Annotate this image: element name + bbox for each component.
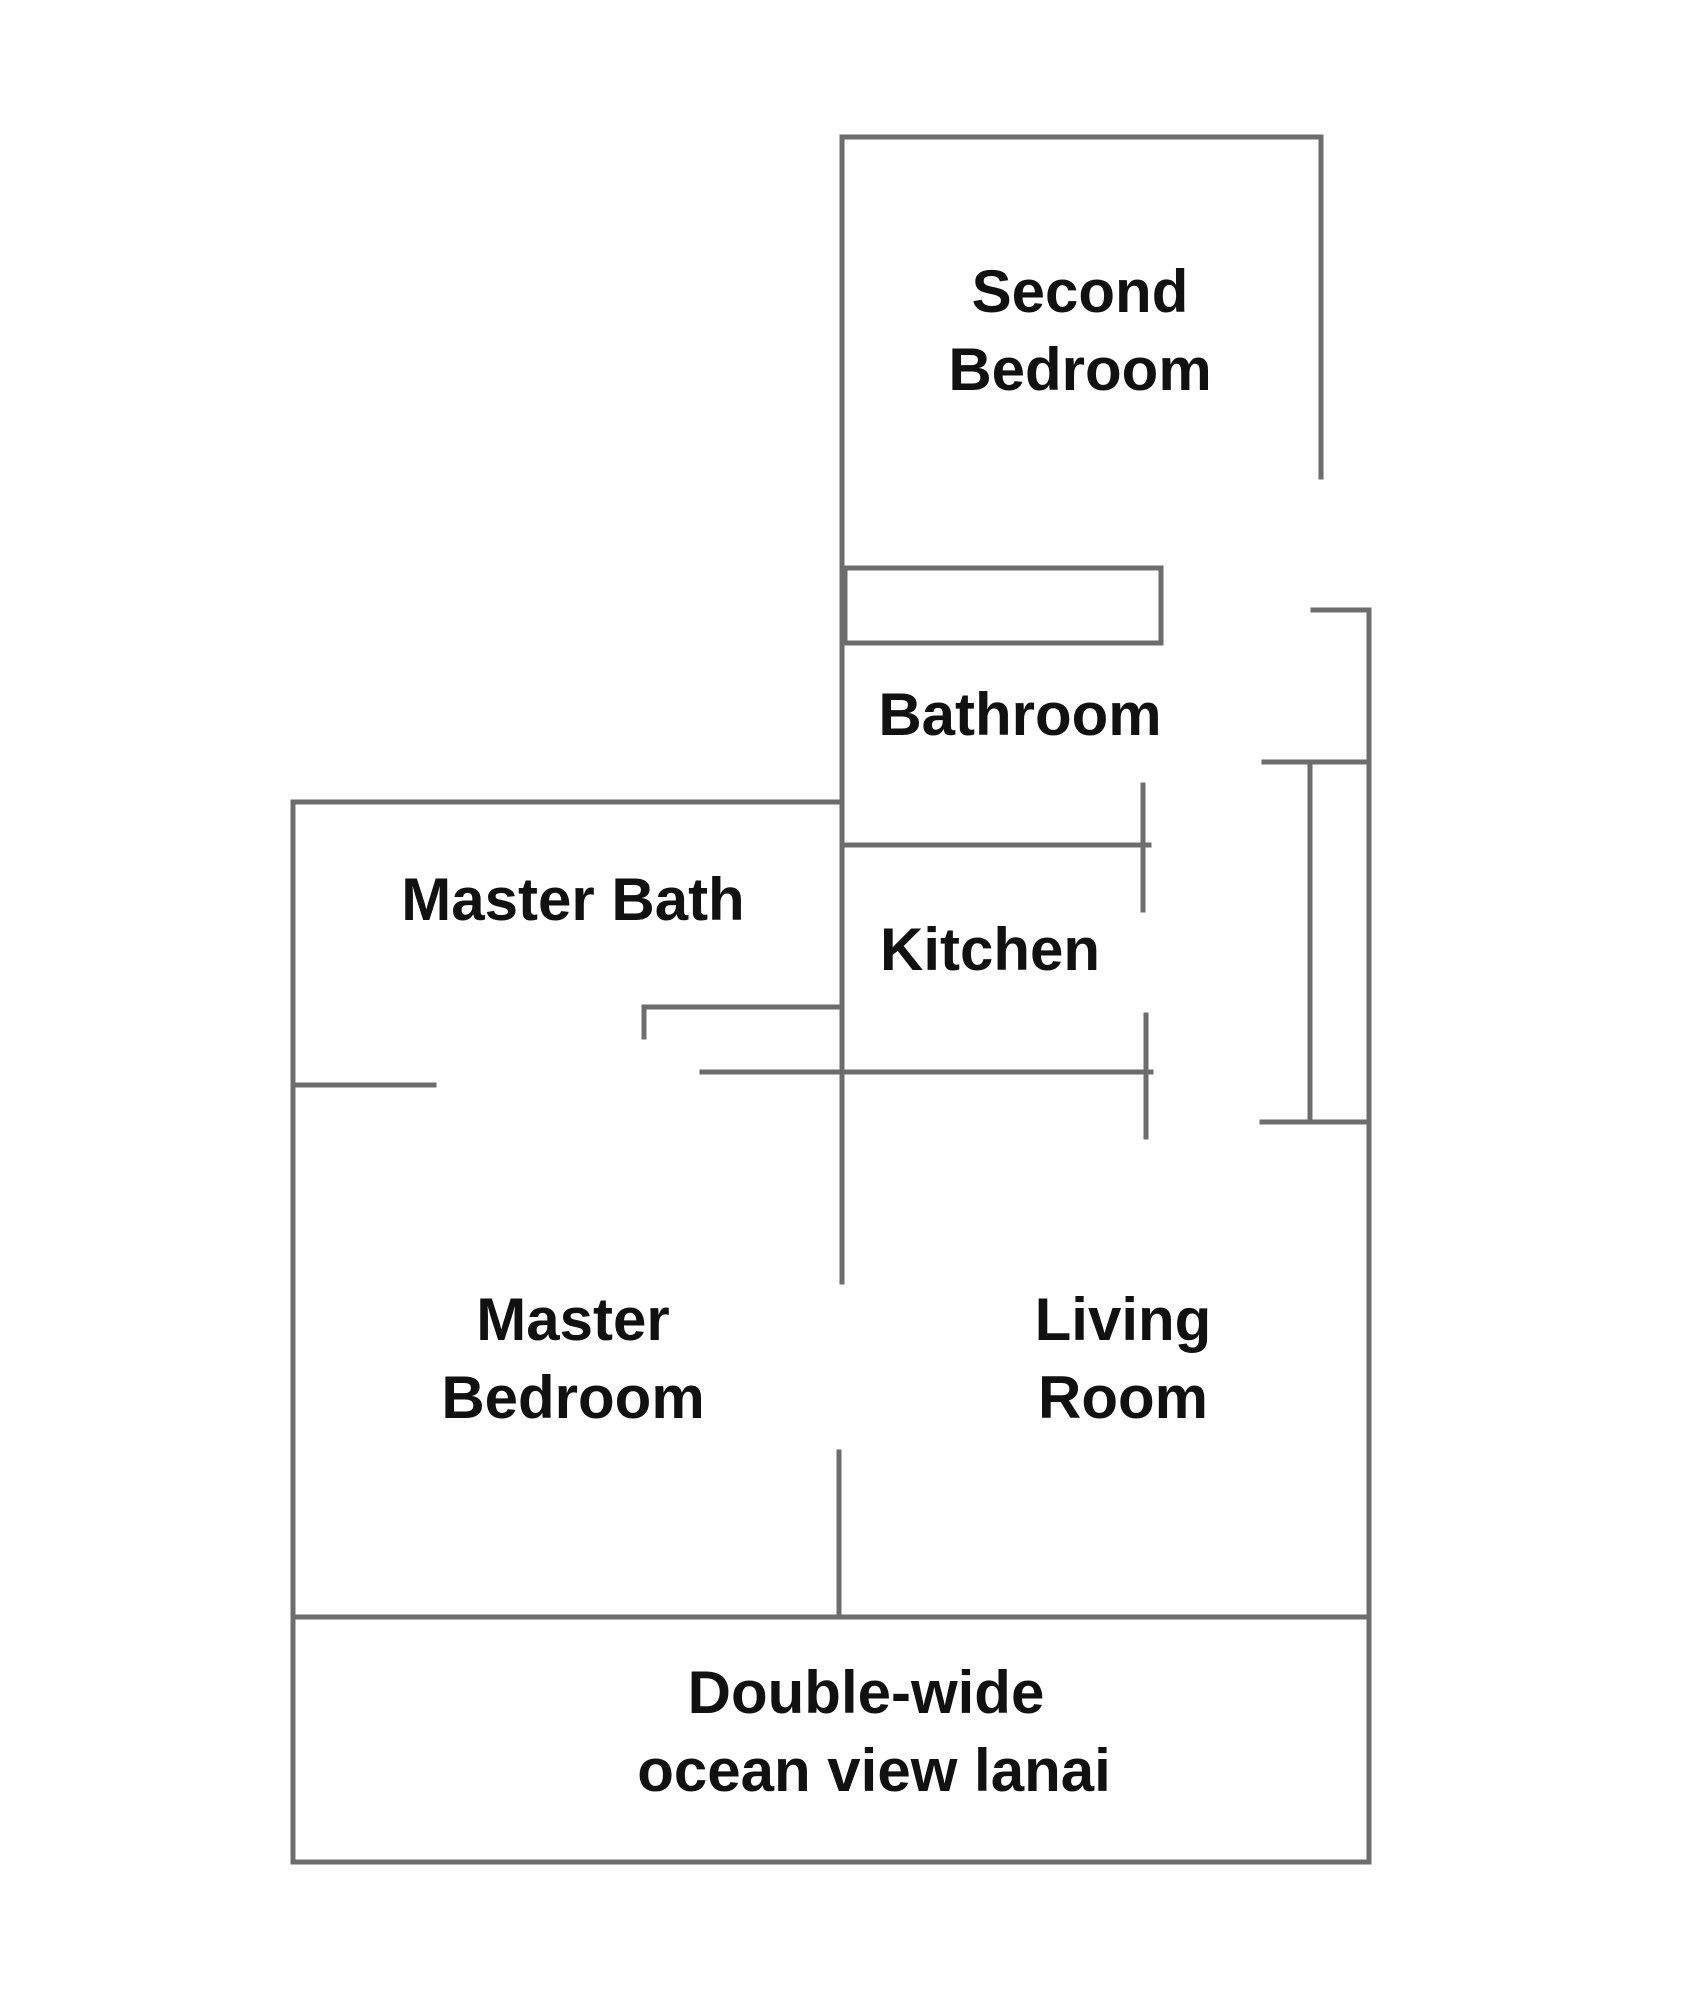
lanai-label-2: ocean view lanai xyxy=(637,1737,1111,1804)
lanai-label-1: Double-wide xyxy=(688,1659,1045,1726)
walls xyxy=(290,134,1372,1865)
master-bedroom-label-1: Master xyxy=(476,1286,669,1353)
second-bedroom-label-2: Bedroom xyxy=(948,336,1211,403)
living-room-label-2: Room xyxy=(1038,1364,1208,1431)
bathroom-label: Bathroom xyxy=(878,681,1161,748)
master-bath-label: Master Bath xyxy=(401,866,744,933)
closet xyxy=(842,565,1164,646)
kitchen-label: Kitchen xyxy=(880,916,1100,983)
second-bedroom-label-1: Second xyxy=(972,258,1189,325)
living-room-label-1: Living xyxy=(1035,1286,1212,1353)
room-labels: Second Bedroom Bathroom Master Bath Kitc… xyxy=(401,258,1211,1804)
master-bedroom-label-2: Bedroom xyxy=(441,1364,704,1431)
